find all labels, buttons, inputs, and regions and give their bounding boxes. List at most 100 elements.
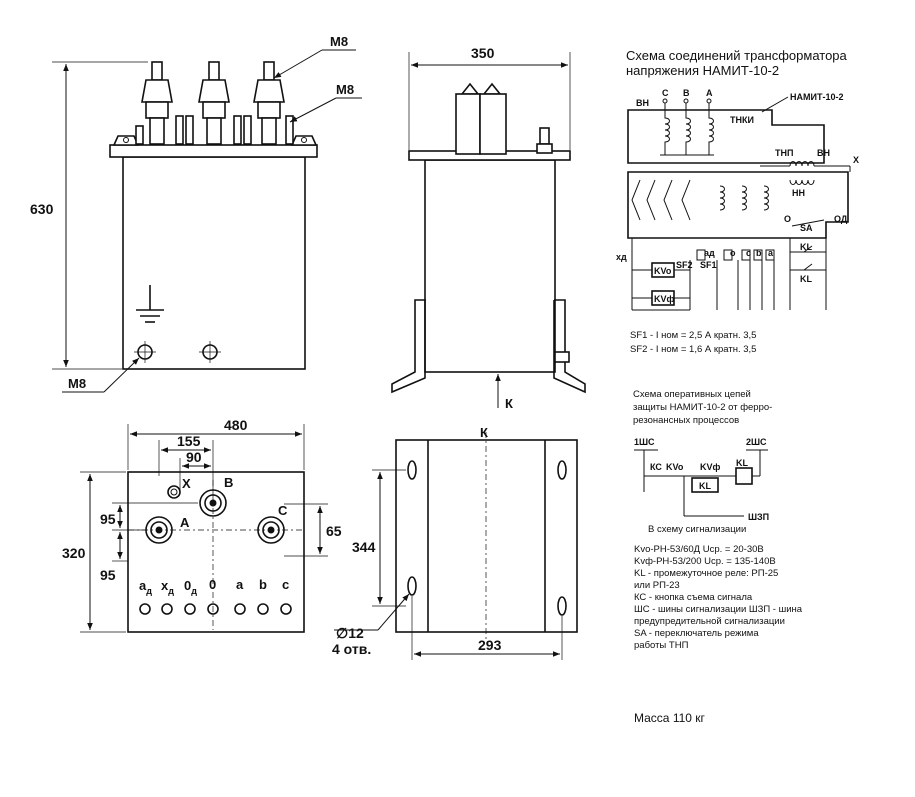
vn2-label: ВН	[817, 148, 830, 158]
to-signal-label: В схему сигнализации	[648, 524, 746, 535]
kc-label: КС	[650, 462, 662, 472]
hv-coils	[660, 103, 714, 156]
shc2-label: 2ШС	[746, 437, 767, 447]
k-top-label: К	[480, 425, 488, 440]
sa-label: SA	[800, 223, 813, 233]
kvo-contact-label: KVo	[666, 462, 684, 472]
sf2-note: SF2 - I ном = 1,6 А кратн. 3,5	[630, 344, 756, 355]
legend-6: ШС - шины сигнализации ШЗП - шина	[634, 604, 803, 615]
legend-9: работы ТНП	[634, 640, 689, 651]
a-term-label: а	[768, 248, 774, 258]
ground-symbol	[136, 285, 164, 323]
kl2-label: KL	[800, 274, 812, 284]
dim-95-upper: 95	[100, 511, 116, 527]
terminal-b-label: B	[224, 475, 233, 490]
scheme-title-2: напряжения НАМИТ-10-2	[626, 63, 779, 78]
k-arrow-label: К	[505, 396, 513, 411]
dim-90: 90	[186, 449, 202, 465]
terminal-a-label: A	[180, 515, 190, 530]
tnp-label: ТНП	[775, 148, 793, 158]
lv-label-a: a	[236, 577, 244, 592]
front-bushing-c	[253, 61, 285, 145]
legend-3: KL - промежуточное реле: РП-25	[634, 568, 778, 579]
m8-top-label: M8	[330, 34, 348, 49]
kvf-label: KVф	[654, 294, 675, 304]
namit-label: НАМИТ-10-2	[790, 92, 843, 102]
sf2-label: SF2	[676, 260, 693, 270]
dim-630: 630	[30, 201, 54, 217]
shc1-label: 1ШС	[634, 437, 655, 447]
top-plate	[127, 471, 305, 633]
legend-1: Kvo-РН-53/60Д Uср. = 20-30В	[634, 544, 764, 555]
connection-scheme: Схема соединений трансформатора напряжен…	[616, 48, 859, 355]
phase-a-label: А	[706, 88, 713, 98]
terminal-c-label: C	[278, 503, 288, 518]
lv-label-ad: aд	[139, 578, 152, 596]
phase-b-label: В	[683, 88, 690, 98]
dim-155: 155	[177, 433, 201, 449]
c-term-label: с	[746, 248, 751, 258]
x-label: Х	[853, 155, 859, 165]
lv-label-xd: xд	[161, 578, 174, 596]
legend-5: КС - кнопка съема сигнала	[634, 592, 753, 603]
legend-7: предупредительной сигнализации	[634, 616, 785, 627]
ad-label: ад	[704, 248, 715, 258]
xd-label: хд	[616, 252, 627, 262]
lv-label-b: b	[259, 577, 267, 592]
kvo-label: KVo	[654, 266, 672, 276]
top-terminal-c	[257, 516, 285, 544]
side-tank	[424, 159, 556, 373]
front-lid	[109, 144, 318, 158]
phase-c-label: С	[662, 88, 669, 98]
kvf-contact-label: KVф	[700, 462, 721, 472]
kl1-label: KL	[800, 242, 812, 252]
lv-label-c: c	[282, 577, 289, 592]
lv-coils	[631, 179, 769, 221]
legend-8: SA - переключатель режима	[634, 628, 759, 639]
sf1-note: SF1 - I ном = 2,5 А кратн. 3,5	[630, 330, 756, 341]
legend-2: Kvф-РН-53/200 Uср. = 135-140В	[634, 556, 776, 567]
vn-label: ВН	[636, 98, 649, 108]
mass-label: Масса 110 кг	[634, 711, 706, 725]
tnki-label: ТНКИ	[730, 115, 754, 125]
dim-65: 65	[326, 523, 342, 539]
od-label: ОД	[834, 214, 848, 224]
front-lv-bushings	[135, 115, 294, 145]
kl-contact-label: KL	[699, 481, 711, 491]
b-term-label: b	[756, 248, 762, 258]
o-term-label: о	[730, 248, 736, 258]
lv-terminal-row	[139, 603, 292, 615]
top-terminal-x	[167, 485, 181, 499]
m8-side-label: M8	[336, 82, 354, 97]
legend-4: или РП-23	[634, 580, 680, 591]
dim-350: 350	[471, 45, 495, 61]
terminal-x-label: X	[182, 476, 191, 491]
szp-label: ШЗП	[748, 512, 769, 522]
dim-293: 293	[478, 637, 502, 653]
protection-title-1: Схема оперативных цепей	[633, 389, 751, 400]
dim-95-lower: 95	[100, 567, 116, 583]
lv-label-0: 0	[209, 577, 216, 592]
protection-scheme: Схема оперативных цепей защиты НАМИТ-10-…	[633, 389, 803, 651]
top-terminal-b	[199, 489, 227, 517]
front-bushing-b	[198, 61, 230, 145]
protection-title-3: резонансных процессов	[633, 415, 739, 426]
kl-relay-coil	[735, 467, 753, 485]
hole-diameter: ∅12	[336, 625, 364, 641]
protection-title-2: защиты НАМИТ-10-2 от ферро-	[633, 402, 772, 413]
front-tank-body	[122, 156, 306, 370]
base-plate	[395, 439, 578, 633]
base-view: К 344 293 ∅12 4 отв.	[332, 425, 578, 660]
m8-bottom-label: M8	[68, 376, 86, 391]
front-bushing-a	[141, 61, 173, 145]
front-view: 630 M8 M8 M8	[30, 34, 362, 393]
dim-480: 480	[224, 417, 248, 433]
dim-320: 320	[62, 545, 86, 561]
lv-label-0d: 0д	[184, 578, 197, 596]
top-view: 480 155 90 X B A C	[62, 417, 342, 633]
hole-count: 4 отв.	[332, 641, 371, 657]
dim-344: 344	[352, 539, 376, 555]
kl-label: KL	[736, 458, 748, 468]
side-view: 350 К	[391, 45, 586, 411]
